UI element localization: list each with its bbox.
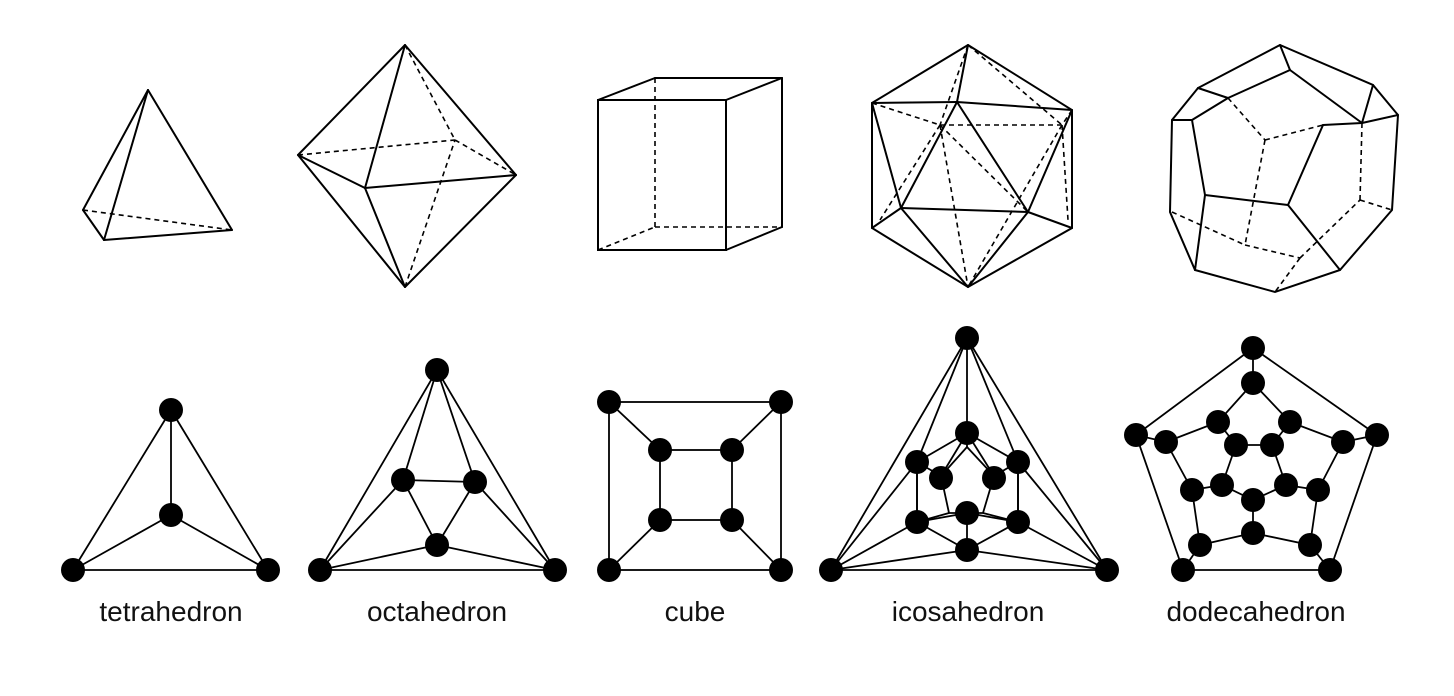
octahedron-graph xyxy=(308,358,567,582)
graph-vertex xyxy=(929,466,953,490)
dodecahedron-graph xyxy=(1124,336,1389,582)
graph-vertex xyxy=(159,503,183,527)
graph-vertex xyxy=(955,501,979,525)
graph-vertex xyxy=(1006,450,1030,474)
graph-vertex xyxy=(256,558,280,582)
octahedron-solid xyxy=(297,44,517,288)
graph-vertex xyxy=(1206,410,1230,434)
graph-vertex xyxy=(1306,478,1330,502)
graph-vertex xyxy=(425,358,449,382)
graph-vertex xyxy=(1154,430,1178,454)
graph-vertex xyxy=(308,558,332,582)
graph-vertex xyxy=(648,438,672,462)
graph-vertex xyxy=(1124,423,1148,447)
graph-vertex xyxy=(769,390,793,414)
icosahedron-graph xyxy=(819,326,1119,582)
tetrahedron-graph xyxy=(61,398,280,582)
graph-vertex xyxy=(1006,510,1030,534)
graph-vertex xyxy=(769,558,793,582)
graph-vertex xyxy=(61,558,85,582)
graph-vertex xyxy=(391,468,415,492)
graph-vertex xyxy=(955,421,979,445)
graph-vertex xyxy=(1365,423,1389,447)
graph-vertex xyxy=(819,558,843,582)
tetrahedron-solid xyxy=(82,89,233,241)
graph-vertex xyxy=(1241,521,1265,545)
graph-vertex xyxy=(905,450,929,474)
label-icosahedron: icosahedron xyxy=(892,596,1045,627)
graph-vertex xyxy=(1241,336,1265,360)
graph-vertex xyxy=(720,508,744,532)
label-dodecahedron: dodecahedron xyxy=(1166,596,1345,627)
label-tetrahedron: tetrahedron xyxy=(99,596,242,627)
label-octahedron: octahedron xyxy=(367,596,507,627)
graph-vertex xyxy=(1095,558,1119,582)
graph-vertex xyxy=(1260,433,1284,457)
graph-vertex xyxy=(1180,478,1204,502)
graph-vertex xyxy=(1274,473,1298,497)
graph-vertex xyxy=(955,326,979,350)
graph-vertex xyxy=(1318,558,1342,582)
graph-vertex xyxy=(1331,430,1355,454)
graph-vertex xyxy=(425,533,449,557)
graph-vertex xyxy=(1298,533,1322,557)
graph-vertex xyxy=(648,508,672,532)
graph-vertex xyxy=(1188,533,1212,557)
graph-vertex xyxy=(720,438,744,462)
label-cube: cube xyxy=(665,596,726,627)
graph-vertex xyxy=(1241,371,1265,395)
graph-vertex xyxy=(955,538,979,562)
graph-vertex xyxy=(597,558,621,582)
graph-vertex xyxy=(1210,473,1234,497)
graph-vertex xyxy=(463,470,487,494)
dodecahedron-solid xyxy=(1168,44,1400,294)
graph-vertex xyxy=(905,510,929,534)
graph-vertex xyxy=(982,466,1006,490)
graph-vertex xyxy=(1224,433,1248,457)
cube-graph xyxy=(597,390,793,582)
cube-solid xyxy=(597,77,783,251)
graph-vertex xyxy=(1241,488,1265,512)
graph-vertex xyxy=(543,558,567,582)
icosahedron-solid xyxy=(871,44,1073,289)
graph-vertex xyxy=(1278,410,1302,434)
graph-vertex xyxy=(597,390,621,414)
graph-vertex xyxy=(159,398,183,422)
graph-vertex xyxy=(1171,558,1195,582)
